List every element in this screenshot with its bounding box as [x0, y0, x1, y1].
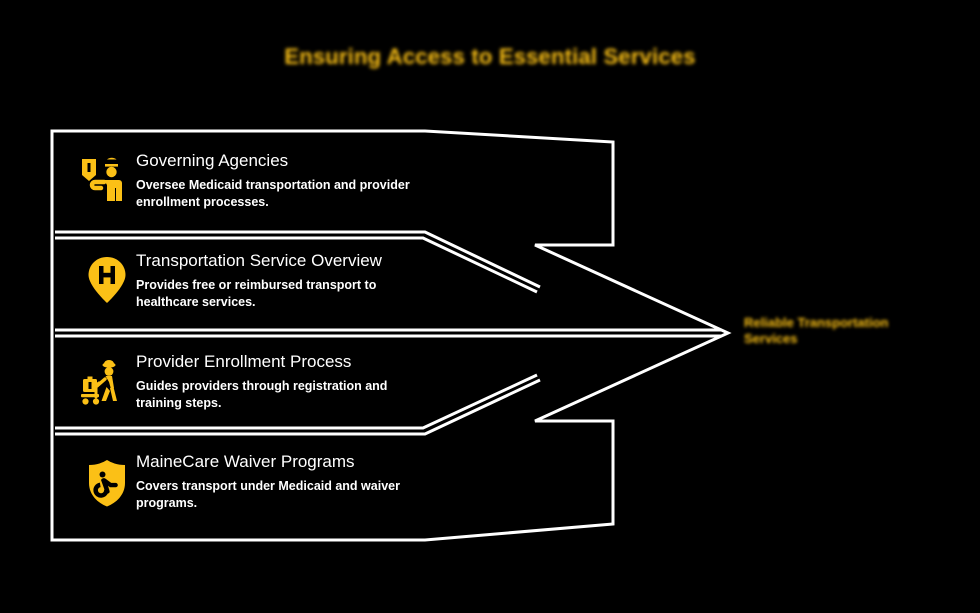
hospital-map-pin-icon: [84, 256, 130, 306]
list-item-title: Governing Agencies: [136, 151, 289, 170]
list-item-title: Provider Enrollment Process: [136, 352, 352, 371]
page-title: Ensuring Access to Essential Services: [284, 44, 696, 69]
list-item-text: Governing Agencies Oversee Medicaid tran…: [136, 150, 436, 211]
list-item-title: Transportation Service Overview: [136, 251, 382, 270]
list-item-description: Oversee Medicaid transportation and prov…: [136, 178, 410, 209]
list-item-text: MaineCare Waiver Programs Covers transpo…: [136, 451, 436, 512]
list-item-title: MaineCare Waiver Programs: [136, 452, 355, 471]
list-item-description: Guides providers through registration an…: [136, 379, 388, 410]
list-item-description: Covers transport under Medicaid and waiv…: [136, 479, 400, 510]
list-item-text: Provider Enrollment Process Guides provi…: [136, 351, 436, 412]
list-item-description: Provides free or reimbursed transport to…: [136, 278, 377, 309]
agency-officer-badge-icon: [78, 155, 124, 205]
porter-luggage-cart-icon: [78, 358, 124, 408]
list-item-text: Transportation Service Overview Provides…: [136, 250, 436, 311]
outcome-label: Reliable Transportation Services: [744, 315, 889, 346]
accessibility-shield-icon: [84, 459, 130, 509]
